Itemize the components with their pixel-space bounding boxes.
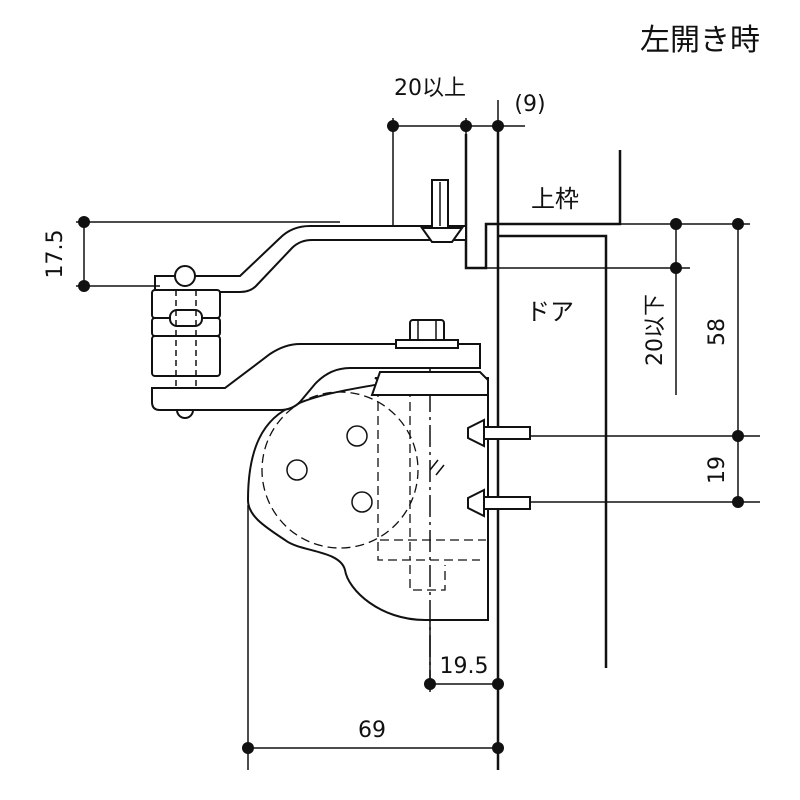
dimension-bottom-19-5: 19.5 bbox=[424, 654, 504, 690]
dim-screw-spacing: 19 bbox=[705, 456, 730, 484]
upper-frame: 上枠 bbox=[464, 134, 622, 270]
upper-bracket bbox=[154, 179, 467, 293]
dim-left-height: 17.5 bbox=[43, 230, 68, 279]
door: ドア bbox=[496, 130, 608, 770]
dim-top-offset: (9) bbox=[514, 92, 545, 117]
dimension-left-17-5: 17.5 bbox=[43, 216, 90, 292]
dimension-right-58-19: 58 19 bbox=[705, 218, 744, 508]
dim-bottom-small: 19.5 bbox=[440, 654, 489, 679]
lower-arm bbox=[151, 319, 489, 411]
extension-lines bbox=[76, 100, 760, 770]
dim-right-clearance: 20以下 bbox=[643, 294, 668, 366]
door-screw-lower bbox=[467, 488, 531, 518]
dimension-top: 20以上 (9) bbox=[387, 76, 546, 132]
door-label: ドア bbox=[526, 298, 574, 326]
dim-bottom-total: 69 bbox=[358, 718, 386, 743]
upper-frame-label: 上枠 bbox=[531, 185, 579, 213]
dim-right-height: 58 bbox=[705, 318, 730, 346]
dimension-right-20: 20以下 bbox=[643, 218, 682, 395]
drawing-title: 左開き時 bbox=[640, 23, 760, 58]
door-screw-upper bbox=[467, 418, 531, 448]
dim-top-clearance: 20以上 bbox=[394, 76, 466, 101]
dimension-bottom-69: 69 bbox=[242, 718, 504, 754]
